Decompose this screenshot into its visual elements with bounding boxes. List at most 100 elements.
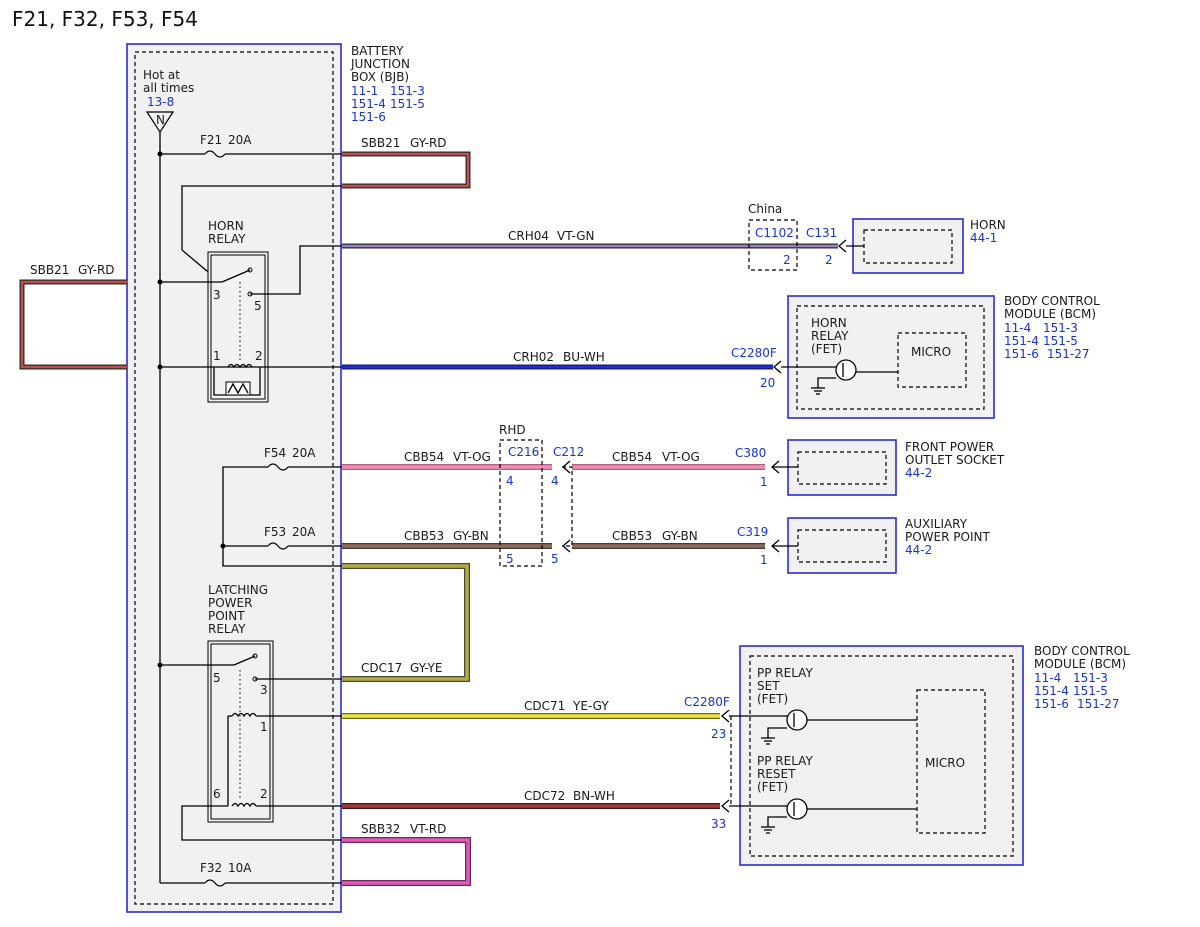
wire-cbb53: CBB53 GY-BN CBB53 GY-BN	[342, 529, 765, 549]
relay-switch-icon	[221, 269, 251, 283]
connector-c212: C212 4 5	[551, 445, 584, 566]
hot-label-line2: all times	[143, 81, 194, 95]
bcm-ref: 151-5	[1073, 684, 1108, 698]
bcm-name-line1: BODY CONTROL	[1034, 644, 1130, 658]
bcm-ref: 151-6	[1034, 697, 1069, 711]
wire-circuit: SBB21	[361, 136, 400, 150]
connector-rhd-c216: RHD C216 4 5	[499, 423, 543, 567]
relay-pin: 5	[213, 671, 221, 685]
front-power-outlet: FRONT POWER OUTLET SOCKET 44-2	[772, 439, 1005, 496]
bcm-micro: MICRO	[925, 756, 965, 770]
fuse-branch-f54-f53: F54 20A F53 20A	[220, 446, 342, 567]
connector-pin: 23	[711, 727, 726, 741]
relay-name-line1: LATCHING	[208, 583, 268, 597]
wire-color: GY-RD	[410, 136, 447, 150]
bcm-ref: 151-4	[1034, 684, 1069, 698]
bjb-ref: 151-5	[390, 97, 425, 111]
connector-arrow-icon	[721, 799, 730, 813]
bjb-ref: 151-3	[390, 84, 425, 98]
bcm-bottom-module: PP RELAY SET (FET) PP RELAY RESET (FET) …	[729, 644, 1130, 866]
battery-junction-box: BATTERY JUNCTION BOX (BJB) 11-1 151-3 15…	[126, 43, 425, 913]
horn-name: HORN	[970, 218, 1006, 232]
pp-set-label: (FET)	[757, 692, 788, 706]
aux-power-name-line2: POWER POINT	[905, 530, 990, 544]
wire-circuit: CBB54	[404, 450, 444, 464]
connector-c2280f-top: C2280F 20	[731, 346, 782, 390]
fuse-name: F21	[200, 133, 222, 147]
connector-pin: 4	[551, 474, 559, 488]
wire-cdc71: CDC71 YE-GY	[342, 699, 720, 719]
bcm-ref: 11-4	[1034, 671, 1061, 685]
horn-relay: HORN RELAY 3 5 1 2	[160, 219, 342, 403]
wire-color: BN-WH	[573, 789, 615, 803]
front-power-name-line2: OUTLET SOCKET	[905, 453, 1005, 467]
connector-c131: C131 2	[806, 226, 847, 267]
wire-color: YE-GY	[572, 699, 609, 713]
wire-color: VT-OG	[662, 450, 700, 464]
fet-icon	[786, 798, 808, 820]
wire-crh02: CRH02 BU-WH	[342, 350, 773, 370]
wire-circuit: CRH04	[508, 229, 549, 243]
wire-circuit: CDC71	[524, 699, 565, 713]
aux-power-name-line1: AUXILIARY	[905, 517, 968, 531]
pp-reset-label: (FET)	[757, 780, 788, 794]
wire-crh04: CRH04 VT-GN	[342, 229, 838, 249]
wire-color: GY-BN	[662, 529, 698, 543]
wire-circuit: CDC17	[361, 661, 402, 675]
relay-coil-icon	[231, 802, 257, 808]
bcm-micro: MICRO	[911, 345, 951, 359]
bcm-ref: 151-3	[1043, 321, 1078, 335]
connector-variant: RHD	[499, 423, 526, 437]
pp-reset-label: PP RELAY	[757, 754, 813, 768]
connector-name: C2280F	[684, 695, 730, 709]
connector-arrow-icon	[773, 360, 782, 374]
bcm-name-line2: MODULE (BCM)	[1004, 307, 1096, 321]
relay-pin: 1	[213, 349, 221, 363]
connector-china-c1102: China C1102 2	[748, 202, 798, 271]
fuse-icon	[204, 150, 226, 158]
wire-circuit: CBB53	[404, 529, 444, 543]
wire-circuit: CDC72	[524, 789, 565, 803]
bjb-name-line3: BOX (BJB)	[351, 70, 409, 84]
wire-color: GY-RD	[78, 263, 115, 277]
relay-pin: 6	[213, 787, 221, 801]
relay-pin: 1	[260, 720, 268, 734]
wire-circuit: SBB32	[361, 822, 400, 836]
aux-power-ref: 44-2	[905, 543, 932, 557]
bcm-ref: 151-3	[1073, 671, 1108, 685]
connector-name: C2280F	[731, 346, 777, 360]
bcm-name-line2: MODULE (BCM)	[1034, 657, 1126, 671]
relay-pin: 3	[260, 683, 268, 697]
connector-pin: 4	[506, 474, 514, 488]
bcm-ref: 151-5	[1043, 334, 1078, 348]
relay-pin: 2	[255, 349, 263, 363]
bjb-ref: 151-4	[351, 97, 386, 111]
fuse-icon	[267, 463, 289, 471]
wire-circuit: CBB53	[612, 529, 652, 543]
fuse-name: F32	[200, 861, 222, 875]
horn-ref: 44-1	[970, 231, 997, 245]
power-node-letter: N	[156, 113, 165, 127]
bcm-ref: 11-4	[1004, 321, 1031, 335]
relay-coil-icon	[227, 363, 253, 369]
connector-name: C131	[806, 226, 837, 240]
wire-color: GY-BN	[453, 529, 489, 543]
connector-name: C319	[737, 525, 768, 539]
fuse-rating: 20A	[228, 133, 252, 147]
relay-name-line4: RELAY	[208, 622, 246, 636]
connector-pin: 1	[760, 475, 768, 489]
pp-reset-label: RESET	[757, 767, 796, 781]
hot-ref: 13-8	[147, 95, 174, 109]
connector-name: C212	[553, 445, 584, 459]
connector-pin: 20	[760, 376, 775, 390]
wire-cdc72: CDC72 BN-WH	[342, 789, 720, 809]
bcm-ref: 151-4	[1004, 334, 1039, 348]
front-power-name-line1: FRONT POWER	[905, 440, 994, 454]
fuse-f21: F21 20A	[160, 133, 342, 158]
wire-cbb54: CBB54 VT-OG CBB54 VT-OG	[342, 450, 765, 470]
relay-pin: 5	[254, 299, 262, 313]
wire-cdc17: CDC17 GY-YE	[342, 563, 470, 682]
connector-pin: 2	[825, 253, 833, 267]
fuse-rating: 20A	[292, 525, 316, 539]
